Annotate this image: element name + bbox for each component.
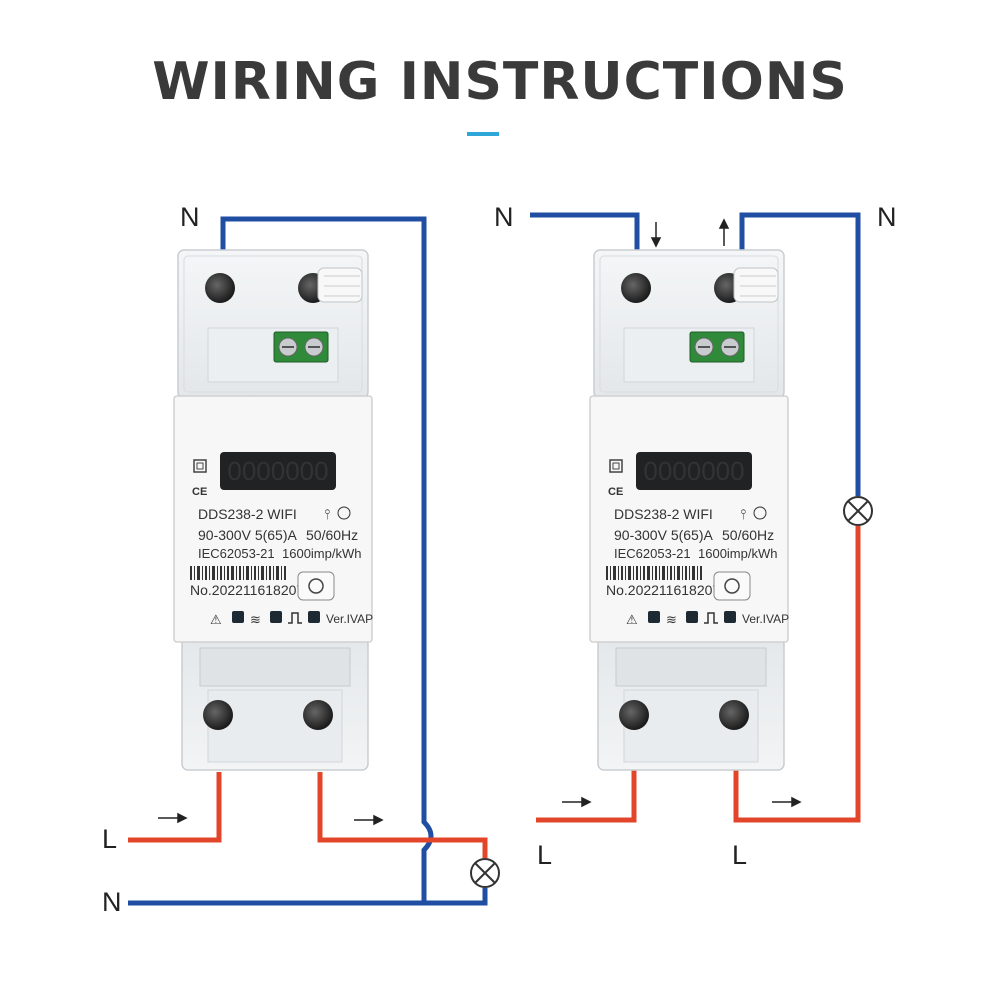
warning-icon: ⚠ — [210, 612, 222, 627]
left-meter: 0000000 CE DDS238-2 WIFI ⫯ 90-300V 5(65)… — [173, 249, 373, 771]
meter-frequency: 50/60Hz — [306, 527, 358, 543]
screw — [203, 700, 233, 730]
meter-model: DDS238-2 WIFI — [614, 506, 713, 522]
label-n-out: N — [877, 202, 897, 232]
pulse-icon — [288, 612, 302, 624]
wire-clamp-icon — [733, 267, 779, 303]
indicator-led — [648, 611, 660, 623]
reset-button[interactable] — [713, 571, 751, 601]
wifi-icon: ≋ — [666, 612, 677, 627]
wifi-icon: ≋ — [250, 612, 261, 627]
arrow-down-icon — [650, 222, 662, 248]
thermometer-icon: ⫯ — [324, 506, 330, 522]
lamp-icon — [843, 496, 873, 526]
left-live-out-wire — [317, 772, 488, 858]
meter-impulse: 1600imp/kWh — [698, 546, 777, 561]
indicator-led — [270, 611, 282, 623]
right-neutral-in-wire — [530, 212, 640, 250]
ce-mark: CE — [192, 486, 207, 498]
barcode — [190, 566, 286, 580]
barcode — [606, 566, 702, 580]
meter-rating: 90-300V 5(65)A — [614, 527, 714, 543]
label-l-in: L — [537, 840, 552, 870]
meter-version: Ver.IVAP — [326, 612, 373, 626]
meter-version: Ver.IVAP — [742, 612, 789, 626]
refresh-icon — [724, 578, 740, 594]
meter-model: DDS238-2 WIFI — [198, 506, 297, 522]
right-live-in-wire — [536, 768, 637, 823]
label-n-bottom: N — [102, 887, 122, 917]
warning-icon: ⚠ — [626, 612, 638, 627]
indicator-led — [686, 611, 698, 623]
title-underline — [467, 132, 499, 136]
arrow-right-icon — [158, 812, 188, 824]
meter-impulse: 1600imp/kWh — [282, 546, 361, 561]
lamp-icon — [470, 858, 500, 888]
label-n-in: N — [494, 202, 514, 232]
class-one-icon — [753, 506, 767, 520]
meter-serial: No.202211618207 — [606, 582, 720, 598]
double-insulation-icon — [193, 459, 207, 473]
ce-mark: CE — [608, 486, 623, 498]
wire-clamp-icon — [317, 267, 363, 303]
indicator-led — [232, 611, 244, 623]
left-neutral-top-wire — [220, 216, 434, 903]
page-title: WIRING INSTRUCTIONS — [152, 52, 848, 112]
double-insulation-icon — [609, 459, 623, 473]
arrow-up-icon — [718, 218, 730, 246]
arrow-right-icon — [354, 814, 384, 826]
pulse-icon — [704, 612, 718, 624]
label-l-bottom: L — [102, 824, 117, 854]
meter-serial: No.202211618207 — [190, 582, 304, 598]
label-l-out: L — [732, 840, 747, 870]
meter-rating: 90-300V 5(65)A — [198, 527, 298, 543]
arrow-right-icon — [772, 796, 802, 808]
screw — [621, 273, 651, 303]
refresh-icon — [308, 578, 324, 594]
meter-standard: IEC62053-21 — [198, 546, 275, 561]
display-digits: 0000000 — [227, 456, 328, 486]
lcd-display — [636, 452, 752, 490]
screw — [303, 700, 333, 730]
left-neutral-bottom-wire — [128, 888, 488, 906]
screw — [205, 273, 235, 303]
thermometer-icon: ⫯ — [740, 506, 746, 522]
left-live-in-wire — [128, 772, 222, 843]
lcd-display — [220, 452, 336, 490]
arrow-right-icon — [562, 796, 592, 808]
screw — [619, 700, 649, 730]
terminal-block — [689, 331, 745, 363]
right-live-lamp-wire — [733, 526, 861, 823]
indicator-led — [308, 611, 320, 623]
class-one-icon — [337, 506, 351, 520]
right-diagram: 0000000 CE DDS238-2 WIFI ⫯ 90-300V 5(65)… — [494, 202, 897, 870]
label-n-top: N — [180, 202, 200, 232]
terminal-block — [273, 331, 329, 363]
right-meter: 0000000 CE DDS238-2 WIFI ⫯ 90-300V 5(65)… — [589, 249, 789, 771]
meter-frequency: 50/60Hz — [722, 527, 774, 543]
left-diagram: 0000000 CE DDS238-2 WIFI ⫯ 90-300V 5(65)… — [102, 202, 500, 917]
screw — [719, 700, 749, 730]
meter-standard: IEC62053-21 — [614, 546, 691, 561]
display-digits: 0000000 — [643, 456, 744, 486]
indicator-led — [724, 611, 736, 623]
right-neutral-out-wire — [739, 212, 861, 496]
reset-button[interactable] — [297, 571, 335, 601]
